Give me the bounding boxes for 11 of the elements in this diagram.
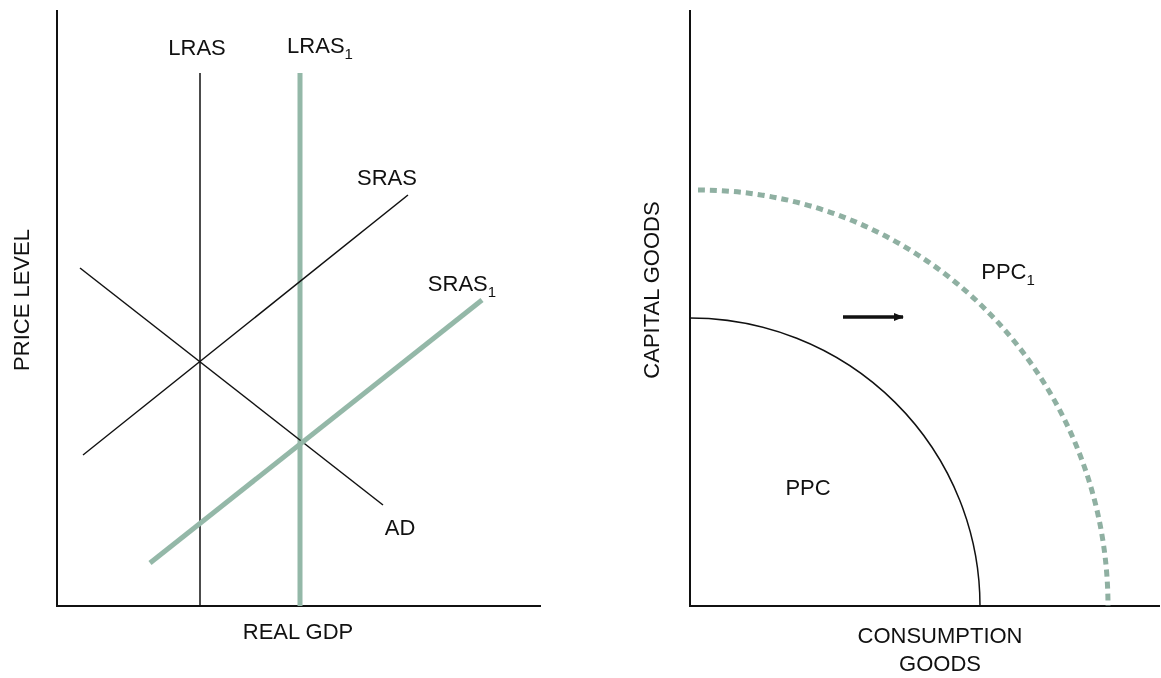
curve-label: LRAS <box>168 34 226 62</box>
axis-label: PRICE LEVEL <box>8 229 36 371</box>
axis-label: CONSUMPTION GOODS <box>856 621 1024 677</box>
curve-label: PPC$_{1}$ <box>981 258 1035 290</box>
curve-label: SRAS$_{1}$ <box>427 270 497 302</box>
curve-label: LRAS$_{1}$ <box>287 32 353 64</box>
curve-label: PPC <box>785 474 831 502</box>
curve-label: SRAS <box>357 164 417 192</box>
curve-label: AD <box>384 514 416 542</box>
axis-label: REAL GDP <box>242 618 354 646</box>
axis-label: CAPITAL GOODS <box>638 201 666 379</box>
